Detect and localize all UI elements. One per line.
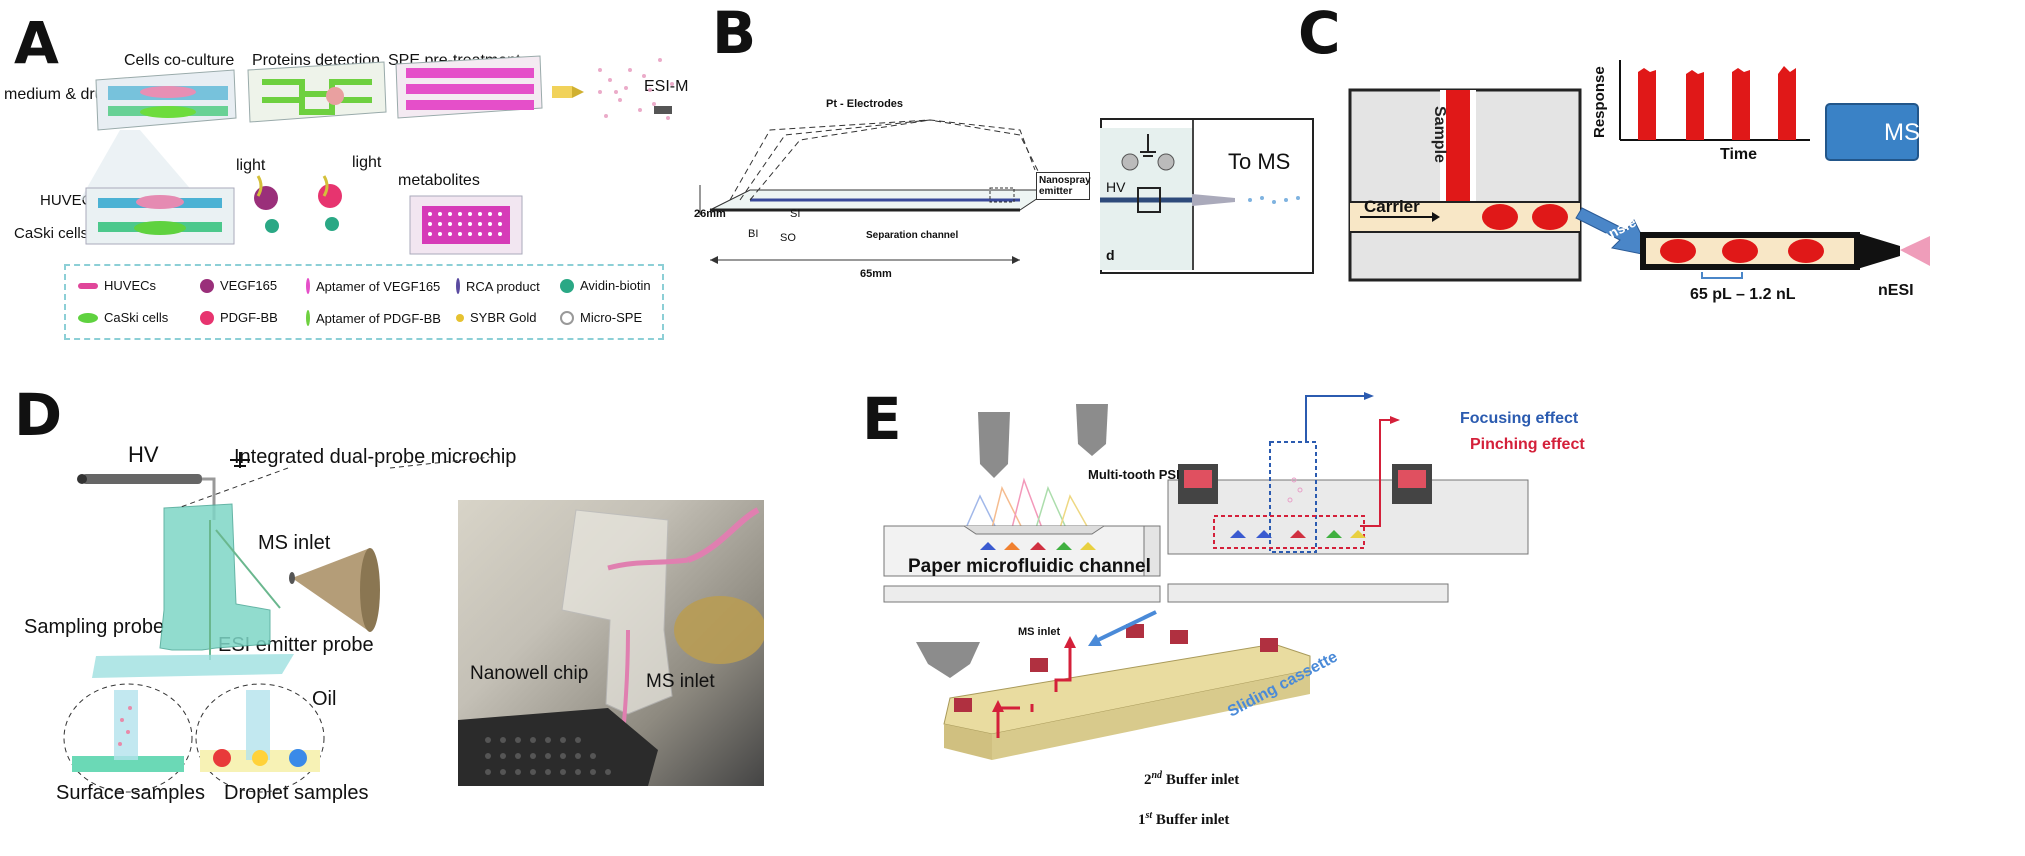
legend-rca: RCA product bbox=[456, 278, 540, 294]
panel-e-drawing bbox=[883, 392, 1529, 760]
channel-label: Separation channel bbox=[866, 230, 959, 241]
paper-channel-label: Paper microfluidic channel bbox=[908, 556, 1151, 577]
ms-inlet-e-label: MS inlet bbox=[1018, 626, 1061, 638]
length-label: 65mm bbox=[860, 268, 892, 280]
nanospray-label: Nanospray emitter bbox=[1036, 172, 1091, 200]
spe-zoom bbox=[409, 195, 523, 255]
legend-avidin: Avidin-biotin bbox=[560, 278, 651, 293]
coculture-zoom bbox=[80, 130, 235, 245]
nesi-label: nESI bbox=[1878, 282, 1914, 299]
panel-letter-b: B bbox=[712, 0, 757, 67]
response-label: Response bbox=[1591, 66, 1608, 138]
coculture-chip bbox=[95, 69, 237, 131]
sample-label: Sample bbox=[1431, 106, 1448, 163]
legend-caski: CaSki cells bbox=[78, 310, 168, 325]
droplet-samples-label: Droplet samples bbox=[224, 782, 369, 804]
legend-box bbox=[64, 264, 664, 340]
light-label-1: light bbox=[236, 157, 266, 174]
inset-drawing bbox=[1100, 128, 1300, 270]
buffer2-label: 2nd Buffer inlet bbox=[1144, 770, 1240, 788]
panel-b-drawing bbox=[699, 119, 1052, 264]
legend-huvecs: HUVECs bbox=[78, 278, 156, 293]
port-bi: BI bbox=[748, 228, 759, 240]
ms-box-label: MS bbox=[1884, 119, 1920, 146]
metabolites-label: metabolites bbox=[398, 172, 480, 189]
volume-label: 65 pL – 1.2 nL bbox=[1690, 286, 1796, 303]
buffer1-label: 1st Buffer inlet bbox=[1138, 810, 1230, 828]
ms-inlet-photo-label: MS inlet bbox=[646, 671, 715, 692]
panel-d-drawing bbox=[63, 452, 501, 793]
time-label: Time bbox=[1720, 146, 1758, 163]
panel-a-drawing bbox=[80, 55, 674, 255]
spe-chip bbox=[395, 55, 543, 119]
width-label: 26mm bbox=[694, 208, 726, 220]
electrodes-label: Pt - Electrodes bbox=[826, 98, 904, 110]
surface-samples-label: Surface samples bbox=[56, 782, 205, 804]
response-peaks bbox=[1638, 66, 1796, 140]
legend-micro-spe: Micro-SPE bbox=[560, 310, 642, 325]
hv-label-d: HV bbox=[128, 442, 159, 467]
psi-label: Multi-tooth PSI bbox=[1088, 467, 1180, 482]
panel-letter-d: D bbox=[14, 381, 63, 449]
port-si: SI bbox=[790, 208, 801, 220]
detection-chip bbox=[247, 61, 387, 123]
focusing-label: Focusing effect bbox=[1460, 410, 1579, 427]
legend-vegf: VEGF165 bbox=[200, 278, 277, 293]
carrier-label: Carrier bbox=[1364, 197, 1420, 216]
port-so: SO bbox=[780, 232, 796, 244]
oil-label: Oil bbox=[312, 688, 337, 710]
caski-label: CaSki cells bbox=[14, 225, 89, 242]
sampling-probe-label: Sampling probe bbox=[24, 616, 165, 638]
stage-label-cells: Cells co-culture bbox=[124, 52, 235, 69]
legend-pdgf: PDGF-BB bbox=[200, 310, 278, 325]
legend-aptamer-pdgf: Aptamer of PDGF-BB bbox=[306, 310, 441, 326]
esi-label: ESI-M bbox=[644, 78, 689, 95]
medium-label: medium & drug bbox=[4, 86, 113, 103]
legend-aptamer-vegf: Aptamer of VEGF165 bbox=[306, 278, 440, 294]
panel-letter-e: E bbox=[862, 385, 902, 453]
hv-label-b: HV bbox=[1106, 179, 1126, 195]
panel-letter-c: C bbox=[1298, 0, 1341, 67]
nanowell-label: Nanowell chip bbox=[470, 663, 589, 684]
legend-sybr: SYBR Gold bbox=[456, 310, 536, 325]
inset-d-label: d bbox=[1106, 247, 1115, 263]
to-ms-label: To MS bbox=[1228, 149, 1291, 174]
panel-letter-a: A bbox=[14, 9, 59, 77]
microchip-title: Integrated dual-probe microchip bbox=[234, 446, 517, 468]
aptamer-probes bbox=[254, 175, 342, 233]
ms-inlet-label: MS inlet bbox=[258, 532, 331, 554]
chip-photo bbox=[458, 500, 764, 786]
panel-c-drawing bbox=[1348, 60, 1930, 282]
pinching-label: Pinching effect bbox=[1470, 436, 1585, 453]
light-label-2: light bbox=[352, 154, 382, 171]
